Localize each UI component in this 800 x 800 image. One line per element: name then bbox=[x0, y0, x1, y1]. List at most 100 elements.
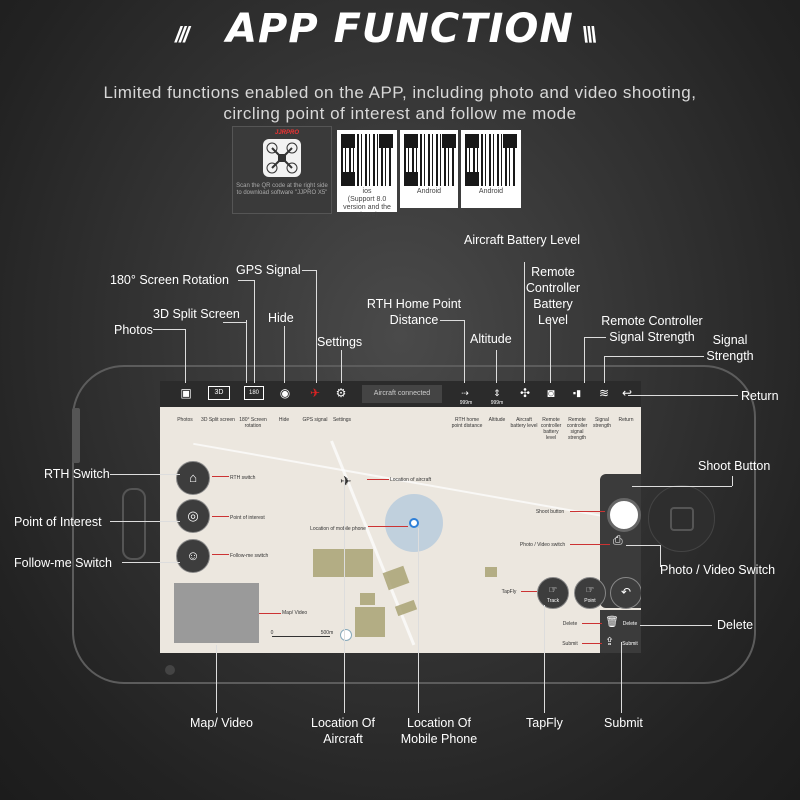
delete-button-label[interactable]: Delete bbox=[622, 621, 638, 627]
label-rcbat: Remote controller battery level bbox=[540, 417, 562, 441]
callout-signal: Signal Strength bbox=[706, 333, 754, 363]
scale-end: 500m bbox=[320, 630, 334, 636]
rth-switch-button[interactable]: ⌂ bbox=[176, 461, 210, 495]
track-label: Track bbox=[546, 598, 560, 604]
callout-photo-video: Photo / Video Switch bbox=[660, 563, 776, 577]
return-icon[interactable]: ↩ bbox=[621, 386, 633, 400]
callout-gps-signal: GPS Signal bbox=[236, 263, 301, 277]
label-rotation: 180° Screen rotation bbox=[239, 417, 267, 429]
photos-icon[interactable]: ▣ bbox=[180, 386, 192, 400]
callout-follow-me: Follow-me Switch bbox=[14, 556, 112, 570]
map-field bbox=[313, 549, 373, 577]
callout-rth-switch: RTH Switch bbox=[44, 467, 110, 481]
qr-label: Android bbox=[478, 188, 504, 195]
distance-value: 999m bbox=[459, 400, 473, 406]
shoot-button[interactable] bbox=[607, 498, 641, 532]
callout-rc-signal: Remote Controller Signal Strength bbox=[601, 314, 703, 344]
label-photo-video: Photo / Video switch bbox=[519, 542, 566, 548]
phone-home-button[interactable] bbox=[648, 485, 715, 552]
callout-screen-rotation: 180° Screen Rotation bbox=[110, 273, 229, 287]
screen-rotation-icon[interactable]: 180 bbox=[244, 386, 264, 400]
subtitle: Limited functions enabled on the APP, in… bbox=[30, 82, 770, 124]
subtitle-line-2: circling point of interest and follow me… bbox=[223, 104, 577, 123]
callout-hide: Hide bbox=[268, 311, 294, 325]
label-photos: Photos bbox=[177, 417, 193, 423]
label-rcsig: Remote controller signal strength bbox=[566, 417, 588, 441]
callout-aircraft-battery: Aircraft Battery Level bbox=[463, 233, 580, 247]
phone-camera bbox=[165, 665, 175, 675]
gps-signal-icon[interactable]: ✈ bbox=[309, 386, 321, 400]
callout-map-video: Map/ Video bbox=[190, 716, 254, 730]
rc-battery-icon: ◙ bbox=[547, 386, 555, 400]
follow-me-button[interactable]: ☺ bbox=[176, 539, 210, 573]
delete-icon[interactable]: 🗑 bbox=[605, 616, 619, 628]
app-icon bbox=[263, 139, 301, 177]
title-slashes-left: /// bbox=[175, 22, 189, 47]
locate-icon[interactable] bbox=[340, 629, 352, 641]
point-button[interactable]: ☞Point bbox=[574, 577, 606, 609]
callout-poi: Point of Interest bbox=[14, 515, 102, 529]
map-field bbox=[360, 593, 375, 605]
phone-side-button bbox=[72, 408, 80, 463]
return-gesture-button[interactable]: ↶ bbox=[610, 577, 641, 609]
settings-gear-icon[interactable]: ⚙ bbox=[335, 386, 347, 400]
label-hide: Hide bbox=[278, 417, 290, 423]
callout-shoot-button: Shoot Button bbox=[698, 459, 771, 473]
label-loc-aircraft: Location of aircraft bbox=[390, 477, 432, 483]
point-of-interest-button[interactable]: ◎ bbox=[176, 499, 210, 533]
altitude-icon: ⇕ bbox=[493, 388, 501, 398]
qr-code-icon bbox=[341, 134, 393, 186]
label-gps: GPS signal bbox=[302, 417, 328, 423]
label-poi: Point of interest bbox=[230, 515, 265, 521]
callout-altitude: Altitude bbox=[470, 332, 512, 346]
map-field bbox=[485, 567, 497, 577]
label-tapfly: TapFly bbox=[501, 589, 517, 595]
qr-android-2[interactable]: Android bbox=[461, 130, 521, 208]
label-map-video: Map/ Video bbox=[282, 610, 308, 616]
aircraft-location-icon: ✈ bbox=[340, 473, 352, 489]
scale-start: 0 bbox=[270, 630, 274, 636]
callout-rth-distance: RTH Home Point Distance bbox=[366, 297, 462, 327]
brand-logo: JJRPRO bbox=[275, 130, 300, 136]
map-field bbox=[382, 565, 410, 591]
label-rth-switch: RTH switch bbox=[230, 475, 256, 481]
submit-icon[interactable]: ⇪ bbox=[605, 636, 615, 648]
callout-photos: Photos bbox=[114, 323, 153, 337]
label-settings: Settings bbox=[332, 417, 352, 423]
page-title: APP FUNCTION bbox=[226, 6, 574, 52]
point-label: Point bbox=[584, 598, 596, 604]
rc-signal-icon: ▪▮ bbox=[572, 388, 582, 398]
qr-android-1[interactable]: Android bbox=[400, 130, 458, 208]
callout-settings: Settings bbox=[317, 335, 363, 349]
qr-label: ios (Support 8.0 version and the above) bbox=[343, 188, 391, 219]
callout-loc-phone: Location Of Mobile Phone bbox=[400, 716, 478, 746]
aircraft-battery-icon: ✣ bbox=[519, 386, 531, 400]
callout-return: Return bbox=[741, 389, 779, 403]
track-button[interactable]: ☞Track bbox=[537, 577, 569, 609]
label-split: 3D Split screen bbox=[201, 417, 235, 423]
qr-label: Android bbox=[416, 188, 442, 195]
map-video-thumbnail[interactable] bbox=[174, 583, 259, 643]
label-loc-phone: Location of mobile phone bbox=[310, 526, 366, 532]
phone-frame bbox=[72, 365, 756, 684]
title-slashes-right: \\\ bbox=[582, 22, 596, 47]
label-follow: Follow-me switch bbox=[230, 553, 269, 559]
app-screen: ▣ 3D 180 ◉ ✈ ⚙ Aircraft connected ⇢ ⇕ 99… bbox=[160, 381, 641, 653]
qr-ios[interactable]: ios (Support 8.0 version and the above) bbox=[337, 130, 397, 219]
label-alt: Altitude bbox=[488, 417, 506, 423]
drone-icon bbox=[266, 142, 298, 174]
rth-distance-icon: ⇢ bbox=[461, 388, 469, 398]
signal-icon: ≋ bbox=[598, 386, 610, 400]
subtitle-line-1: Limited functions enabled on the APP, in… bbox=[103, 83, 697, 102]
split-screen-3d-icon[interactable]: 3D bbox=[208, 386, 230, 400]
map-field bbox=[355, 607, 385, 637]
label-acbat: Aircraft battery level bbox=[510, 417, 538, 429]
hide-eye-icon[interactable]: ◉ bbox=[279, 386, 291, 400]
photo-video-switch-icon[interactable]: ⎙ bbox=[613, 533, 623, 547]
altitude-value: 999m bbox=[490, 400, 504, 406]
qr-code-icon bbox=[404, 134, 456, 186]
phone-speaker bbox=[122, 488, 146, 560]
submit-button-label[interactable]: Submit bbox=[622, 641, 638, 647]
label-sig: Signal strength bbox=[592, 417, 612, 429]
callout-tapfly: TapFly bbox=[526, 716, 563, 730]
